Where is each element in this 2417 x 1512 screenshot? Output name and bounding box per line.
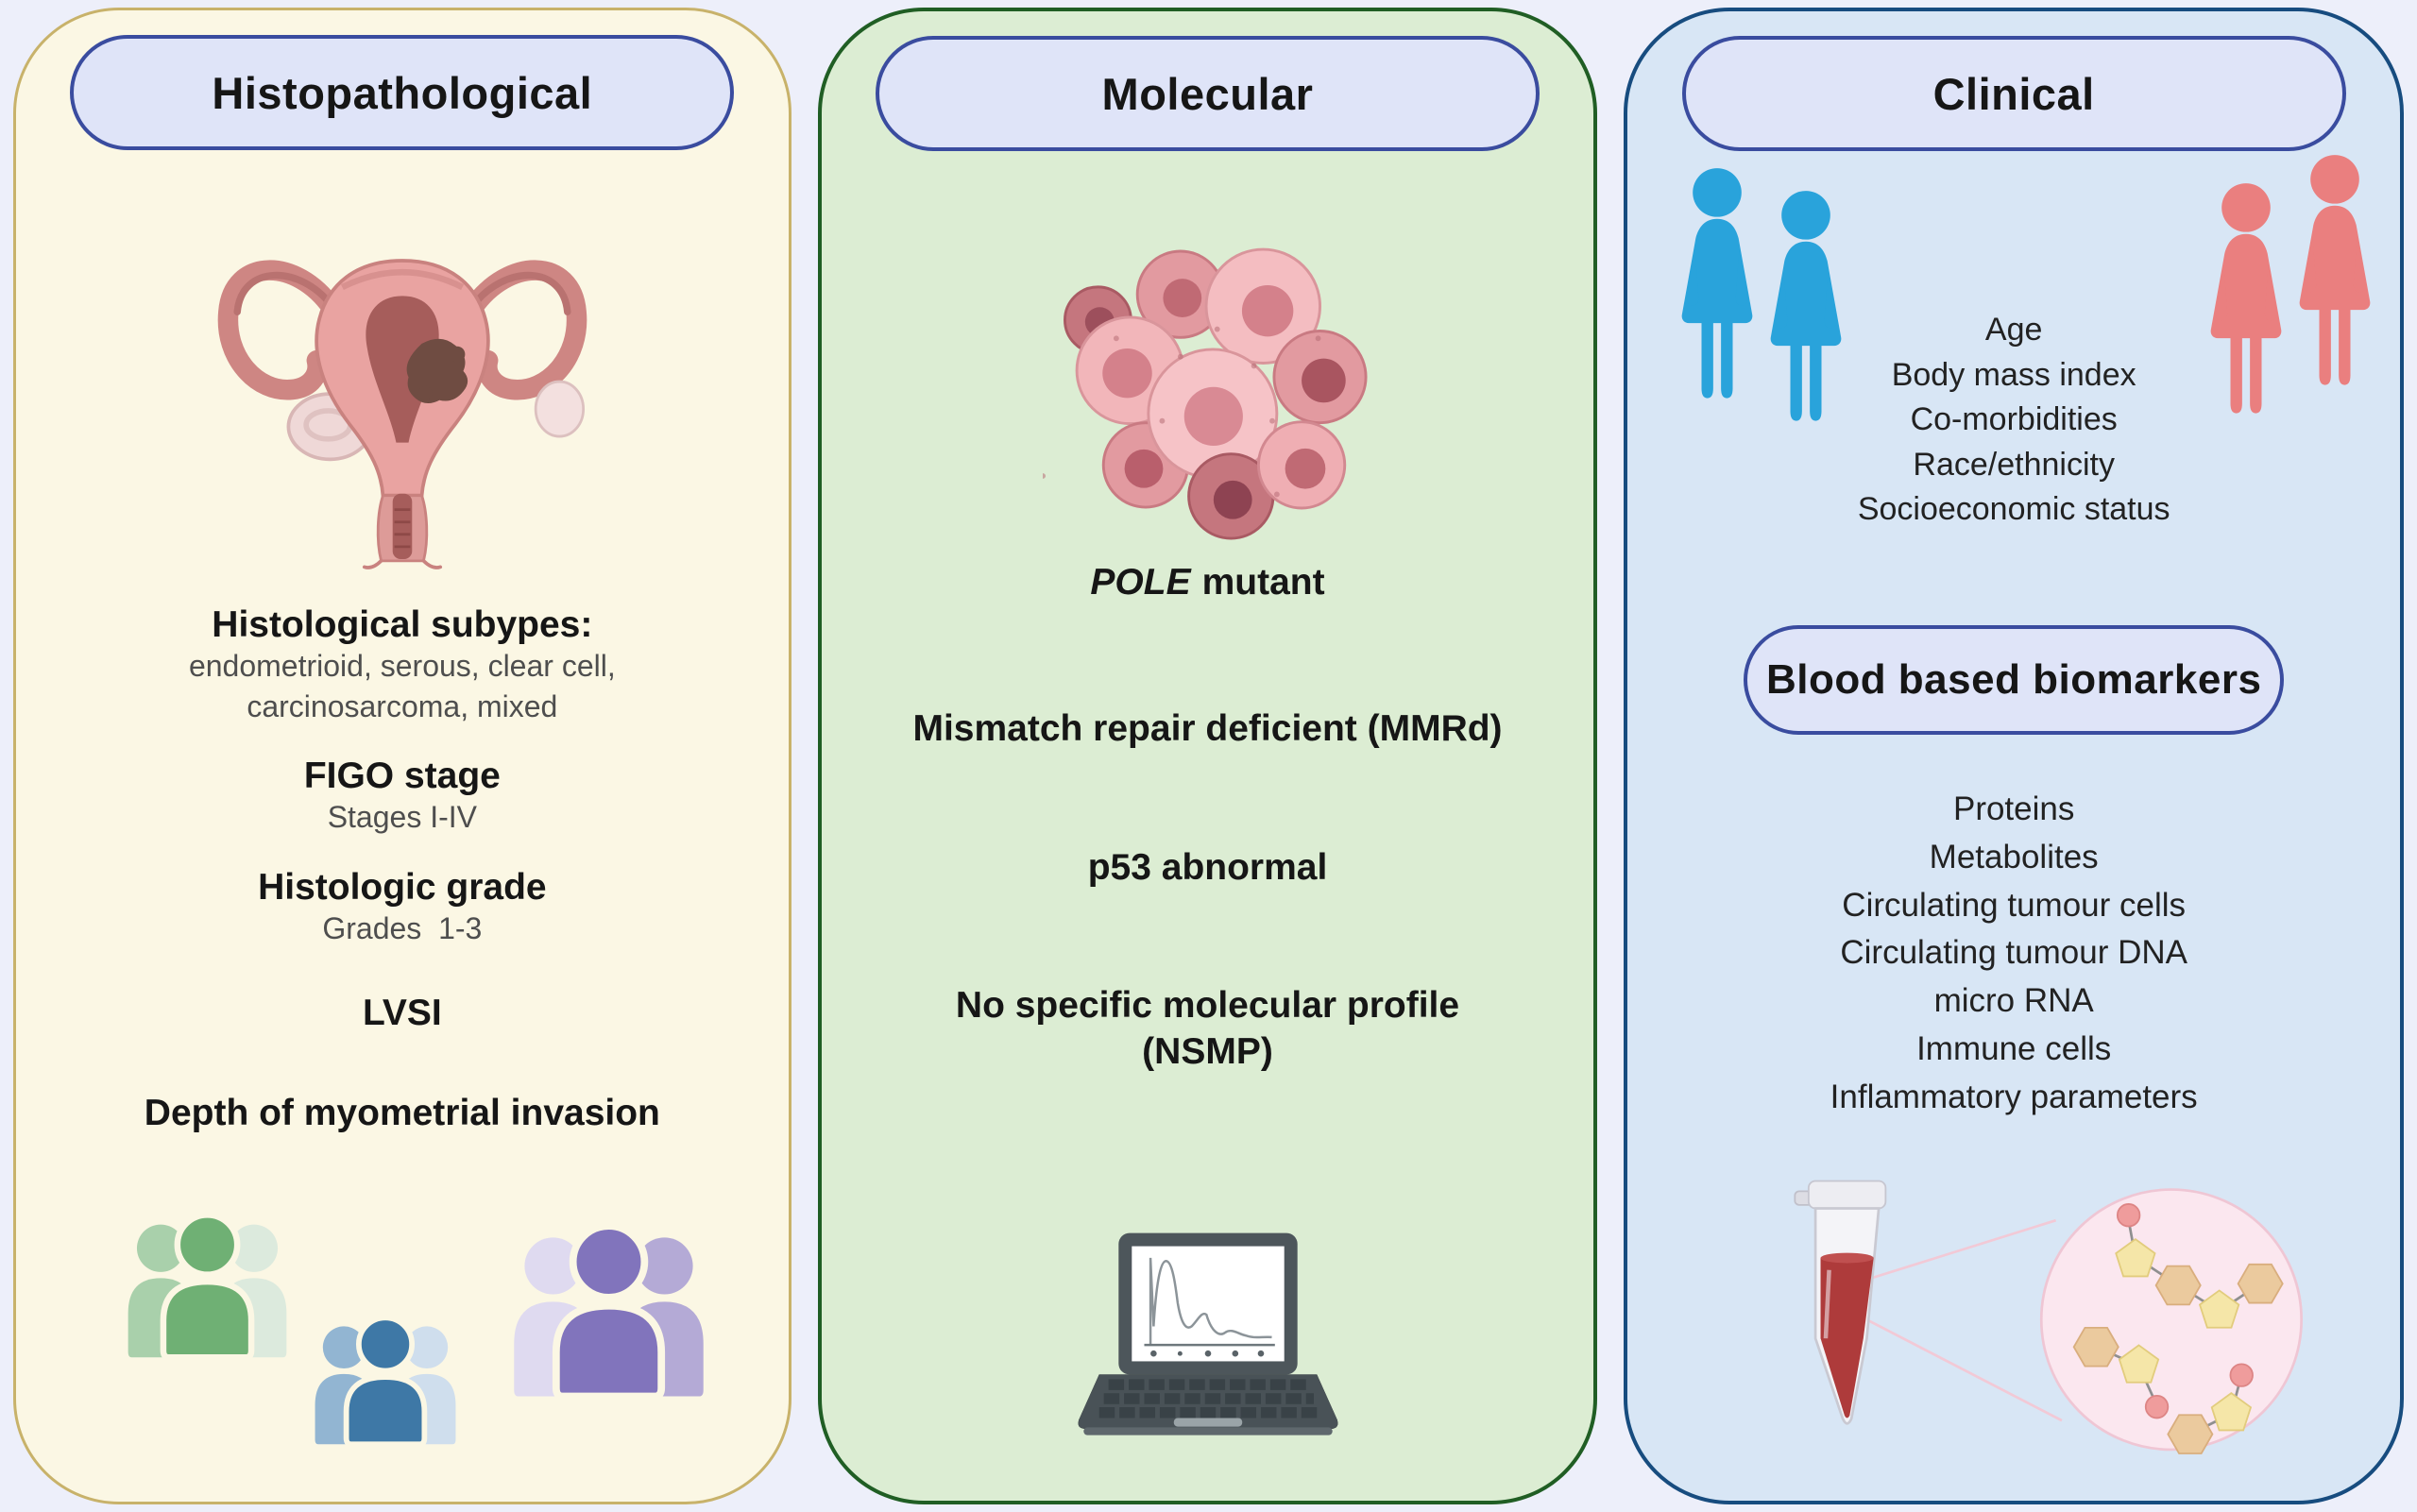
pole-suffix-text: mutant bbox=[1201, 562, 1325, 603]
tumour-cells-icon bbox=[1039, 219, 1373, 545]
nsmp-label: No specific molecular profile (NSMP) bbox=[956, 983, 1459, 1076]
mmrd-label: Mismatch repair deficient (MMRd) bbox=[912, 707, 1503, 749]
blood-biomarkers-pill: Blood based biomarkers bbox=[1744, 625, 2285, 735]
panel-histopathological: Histopathological bbox=[13, 8, 791, 1504]
people-group-blue-icon bbox=[315, 1315, 456, 1447]
demographic-item: Body mass index bbox=[1891, 356, 2136, 393]
demographic-item: Socioeconomic status bbox=[1857, 491, 2170, 528]
histologic-grade-sub: Grades 1-3 bbox=[322, 910, 483, 945]
histological-subtypes-line2: carcinosarcoma, mixed bbox=[247, 689, 558, 724]
histopathological-header-pill: Histopathological bbox=[70, 35, 735, 150]
clinical-header-pill: Clinical bbox=[1681, 36, 2346, 151]
panel-clinical: Clinical Age Body mass index Co-morbidit… bbox=[1624, 8, 2405, 1504]
people-group-green-icon bbox=[128, 1211, 287, 1360]
pole-gene-text: POLE bbox=[1090, 562, 1191, 603]
biomarkers-list: Proteins Metabolites Circulating tumour … bbox=[1830, 786, 2198, 1121]
patient-groups-area bbox=[16, 1134, 789, 1502]
blood-sample-illustration bbox=[1761, 1167, 2308, 1463]
biomarker-item: Immune cells bbox=[1916, 1029, 2112, 1067]
biomarker-item: micro RNA bbox=[1933, 982, 2094, 1019]
blood-tube bbox=[1794, 1180, 1887, 1425]
histologic-grade-heading: Histologic grade bbox=[258, 866, 547, 908]
blood-biomarkers-title: Blood based biomarkers bbox=[1765, 656, 2262, 703]
histopathological-title: Histopathological bbox=[212, 67, 593, 118]
people-group-purple-icon bbox=[514, 1221, 704, 1400]
biomarker-item: Proteins bbox=[1952, 790, 2075, 827]
depth-heading: Depth of myometrial invasion bbox=[144, 1092, 660, 1133]
molecular-header-pill: Molecular bbox=[875, 36, 1540, 151]
biomarker-item: Inflammatory parameters bbox=[1830, 1078, 2198, 1115]
clinical-demographics-area: Age Body mass index Co-morbidities Race/… bbox=[1627, 151, 2400, 559]
demographics-list: Age Body mass index Co-morbidities Race/… bbox=[1627, 308, 2400, 533]
molecular-title: Molecular bbox=[1101, 68, 1314, 119]
lvsi-heading: LVSI bbox=[362, 992, 442, 1033]
biomarker-item: Circulating tumour cells bbox=[1842, 886, 2187, 924]
laptop-chart-icon bbox=[1076, 1227, 1340, 1465]
molecule-magnifier-circle bbox=[2040, 1188, 2304, 1452]
figo-stage-sub: Stages I-IV bbox=[327, 800, 477, 835]
nsmp-line1: No specific molecular profile bbox=[955, 985, 1460, 1027]
nsmp-line2: (NSMP) bbox=[1142, 1031, 1273, 1072]
biomarker-item: Metabolites bbox=[1929, 838, 2099, 875]
demographic-item: Age bbox=[1984, 312, 2043, 348]
histological-subtypes-line1: endometrioid, serous, clear cell, bbox=[188, 649, 616, 683]
clinical-title: Clinical bbox=[1932, 68, 2095, 119]
figo-stage-heading: FIGO stage bbox=[303, 756, 501, 797]
uterus-illustration-icon bbox=[199, 161, 605, 582]
panel-molecular: Molecular bbox=[817, 8, 1598, 1504]
biomarker-item: Circulating tumour DNA bbox=[1840, 934, 2187, 972]
demographic-item: Co-morbidities bbox=[1910, 401, 2118, 438]
histological-subtypes-heading: Histological subypes: bbox=[212, 604, 593, 645]
demographic-item: Race/ethnicity bbox=[1913, 446, 2115, 483]
p53-label: p53 abnormal bbox=[1087, 846, 1328, 888]
